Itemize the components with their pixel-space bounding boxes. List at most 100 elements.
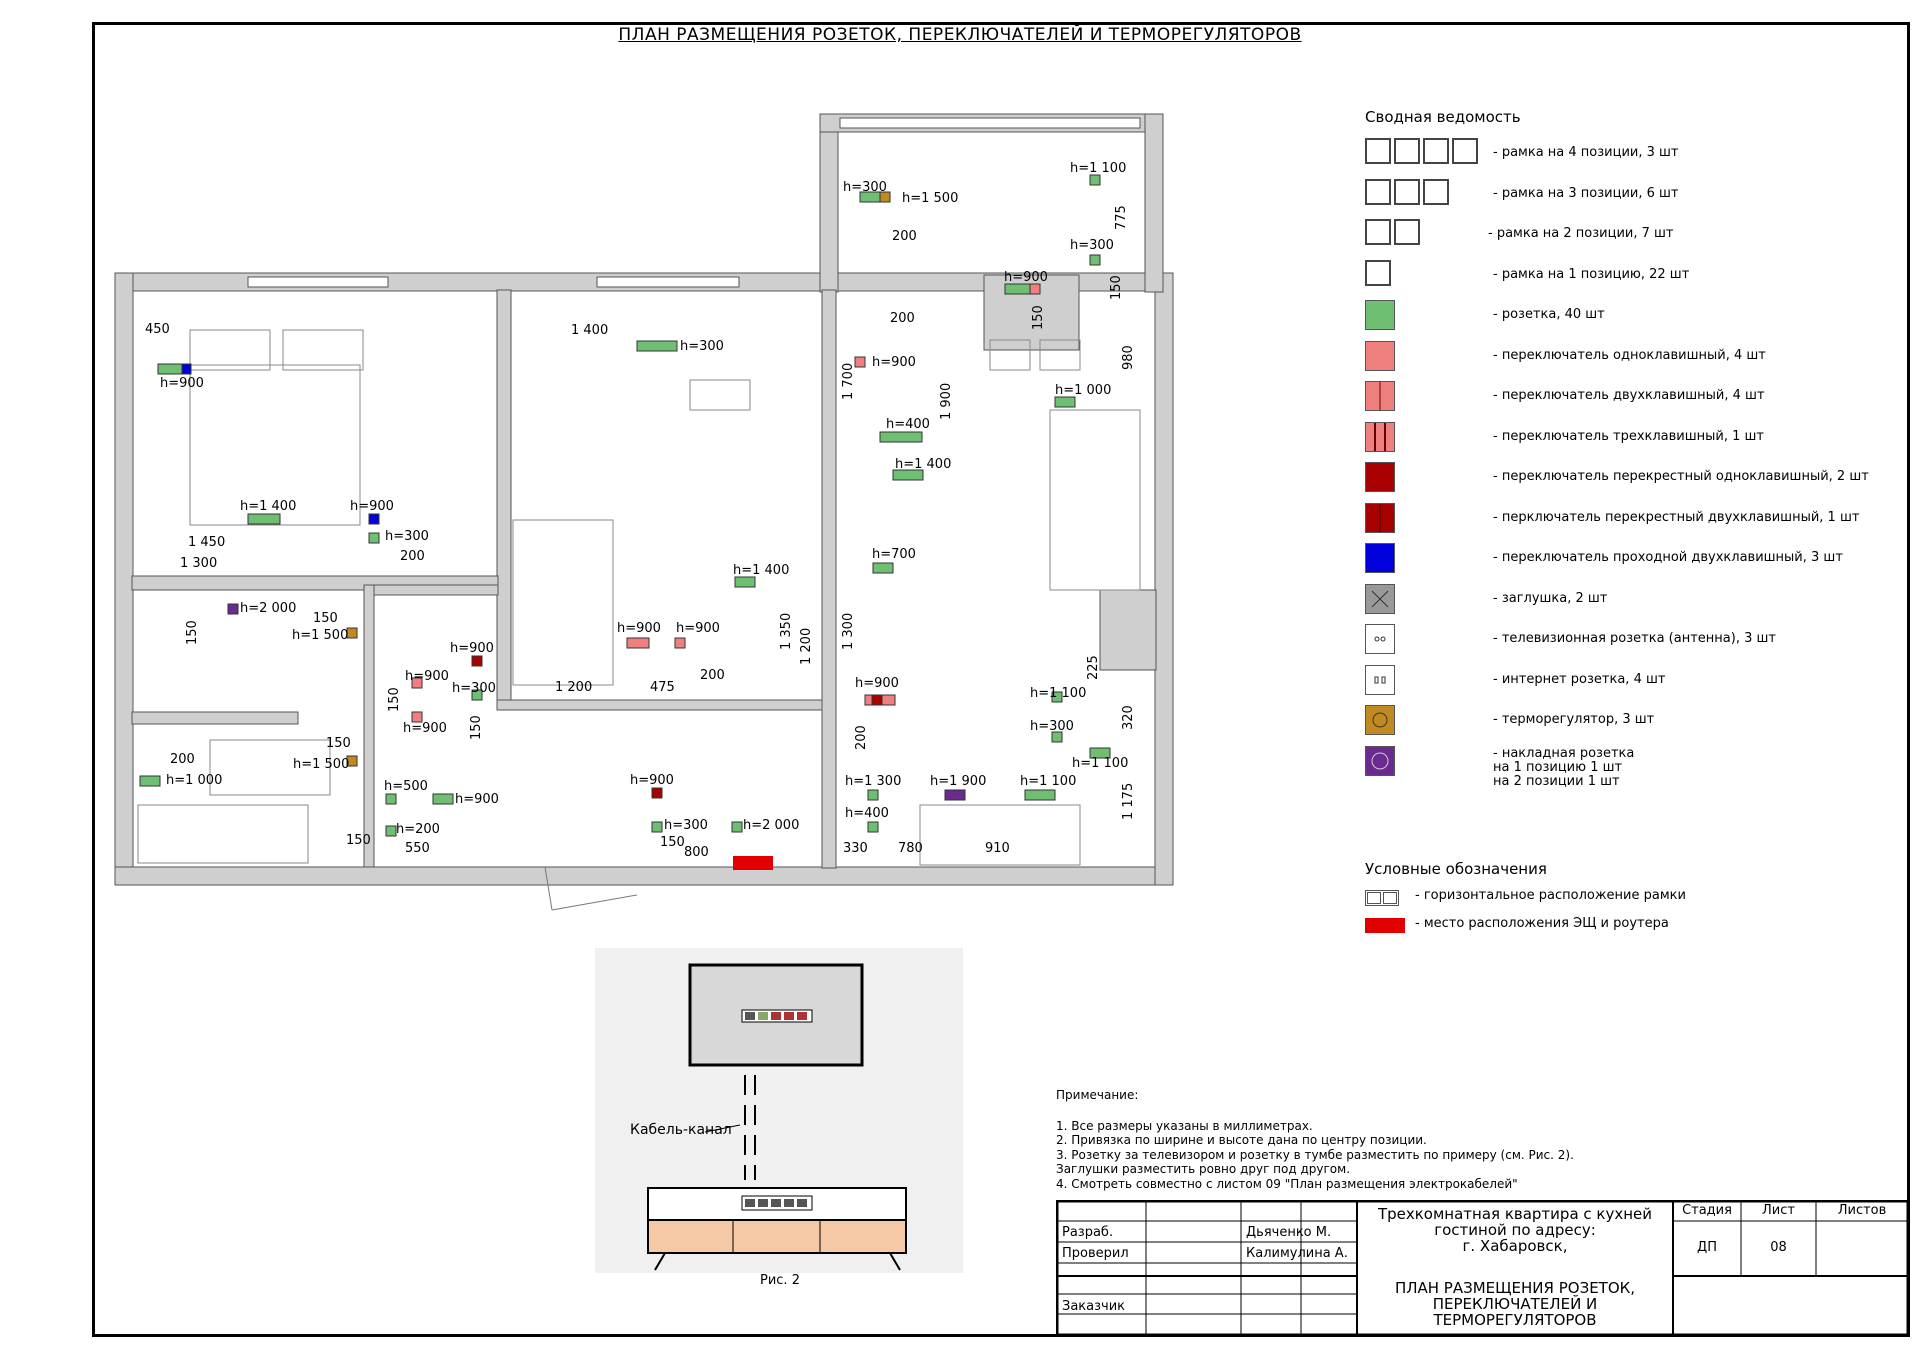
legend-label: - терморегулятор, 3 шт [1493, 712, 1655, 727]
socket-frame [636, 340, 678, 352]
sheets-header: Листов [1837, 1203, 1887, 1218]
plan-label: 320 [1121, 705, 1136, 730]
legend-item: - переключатель двухклавишный, 4 шт [1365, 381, 1905, 422]
plan-label: h=900 [455, 792, 499, 807]
person-name: Калимулина А. [1246, 1246, 1348, 1261]
windows [247, 117, 1141, 288]
switch-three-key-icon [1365, 421, 1395, 452]
note-line: 4. Смотреть совместно с листом 09 "План … [1056, 1176, 1518, 1191]
plan-label: 150 [185, 620, 200, 645]
plan-label: 150 [387, 687, 402, 712]
plan-label: h=700 [872, 547, 916, 562]
plan-label: 1 200 [799, 628, 814, 665]
legend-item: - накладная розетка на 1 позицию 1 шт на… [1365, 745, 1905, 806]
plan-label: 150 [469, 715, 484, 740]
plan-label: h=900 [617, 621, 661, 636]
legend-item: - рамка на 2 позиции, 7 шт [1365, 219, 1905, 260]
note-line: 2. Привязка по ширине и высоте дана по ц… [1056, 1133, 1427, 1147]
plan-label: h=1 100 [1030, 686, 1086, 701]
plan-label: 150 [1109, 275, 1124, 300]
plan-label: h=900 [1004, 270, 1048, 285]
legend-label: - переключатель проходной двухклавишный,… [1493, 550, 1843, 565]
plan-label: 200 [892, 229, 917, 244]
legend-item: - интернет розетка, 4 шт [1365, 664, 1905, 706]
notes-title: Примечание: [1056, 1088, 1139, 1102]
note-line: Заглушки разместить ровно друг под друго… [1056, 1162, 1351, 1176]
plan-label: h=300 [1030, 719, 1074, 734]
plan-label: h=1 400 [733, 563, 789, 578]
plan-label: 200 [170, 752, 195, 767]
plan-label: h=200 [396, 822, 440, 837]
legend-item: - заглушка, 2 шт [1365, 583, 1905, 625]
plan-label: h=1 400 [240, 499, 296, 514]
legend-item: - перключатель перекрестный двухклавишны… [1365, 502, 1905, 544]
plan-label: 200 [400, 549, 425, 564]
note-line: 3. Розетку за телевизором и розетку в ту… [1056, 1147, 1574, 1162]
figure-2: Кабель-канал [595, 948, 963, 1273]
blank-plate-icon [1365, 583, 1395, 614]
plan-label: 150 [660, 835, 685, 850]
legend-item: - переключатель трехклавишный, 1 шт [1365, 421, 1905, 463]
electrical-panel [733, 856, 773, 870]
plan-label: h=1 500 [293, 757, 349, 772]
legend-label: - розетка, 40 шт [1493, 307, 1605, 322]
panel-symbol-icon [1365, 918, 1405, 933]
role-label: Разраб. [1062, 1225, 1114, 1240]
conventions: Условные обозначения - горизонтальное ра… [1365, 860, 1686, 944]
plan-label: 150 [313, 611, 338, 626]
plan-label: 800 [684, 845, 709, 860]
plan-label: h=300 [385, 529, 429, 544]
plan-label: h=900 [405, 669, 449, 684]
plan-label: 150 [326, 736, 351, 751]
plan-label: h=1 400 [895, 457, 951, 472]
plan-label: 1 300 [180, 556, 217, 571]
cross-switch-two-key-icon [1365, 502, 1395, 533]
notes: Примечание: 1. Все размеры указаны в мил… [1056, 1088, 1574, 1191]
role-label: Заказчик [1062, 1299, 1126, 1314]
plan-label: 330 [843, 841, 868, 856]
plan-label: h=1 000 [166, 773, 222, 788]
plan-label: 1 200 [555, 680, 592, 695]
person-name: Дьяченко М. [1246, 1225, 1332, 1240]
legend-sub-label: на 2 позиции 1 шт [1493, 773, 1620, 789]
sheet-title: ПЛАН РАЗМЕЩЕНИЯ РОЗЕТОК, ПЕРЕКЛЮЧАТЕЛЕЙ … [618, 25, 1302, 45]
plan-label: h=500 [384, 779, 428, 794]
plan-label: 1 175 [1121, 783, 1136, 820]
furniture [137, 329, 1141, 866]
plan-label: 450 [145, 322, 170, 337]
conventions-title: Условные обозначения [1365, 860, 1547, 878]
plan-label: 780 [898, 841, 923, 856]
convention-label: - горизонтальное расположение рамки [1415, 888, 1686, 903]
legend-label: - переключатель одноклавишный, 4 шт [1493, 347, 1766, 363]
legend-label: - рамка на 4 позиции, 3 шт [1493, 145, 1679, 160]
plan-label: 200 [890, 311, 915, 326]
legend-label: - рамка на 1 позицию, 22 шт [1493, 266, 1690, 282]
plan-label: 200 [700, 668, 725, 683]
legend-label: - переключатель трехклавишный, 1 шт [1493, 428, 1764, 444]
plan-label: 150 [346, 833, 371, 848]
legend-sub-label: на 1 позицию 1 шт [1493, 759, 1623, 775]
cross-switch-one-key-icon [1365, 462, 1395, 492]
plan-label: h=900 [630, 773, 674, 788]
plan-label: h=1 500 [902, 191, 958, 206]
role-label: Проверил [1062, 1246, 1129, 1261]
plan-label: h=1 100 [1070, 161, 1126, 176]
legend-label: - заглушка, 2 шт [1493, 590, 1608, 606]
plan-label: 475 [650, 680, 675, 695]
devices [139, 174, 1111, 837]
legend-label: - переключатель перекрестный одноклавишн… [1493, 469, 1869, 484]
plan-label: 550 [405, 841, 430, 856]
walls [114, 113, 1174, 886]
legend-item: - переключатель перекрестный одноклавишн… [1365, 462, 1905, 503]
switch-one-key-icon [1365, 340, 1395, 371]
legend-title: Сводная ведомость [1365, 108, 1521, 126]
plan-label: h=1 500 [292, 628, 348, 643]
plan-label: h=1 100 [1020, 774, 1076, 789]
thermostat-icon [1365, 705, 1395, 735]
plan-label: h=300 [680, 339, 724, 354]
plan-label: 1 350 [779, 613, 794, 650]
plan-label: h=300 [843, 180, 887, 195]
legend-item: - терморегулятор, 3 шт [1365, 705, 1905, 746]
pass-switch-icon [1365, 543, 1395, 573]
